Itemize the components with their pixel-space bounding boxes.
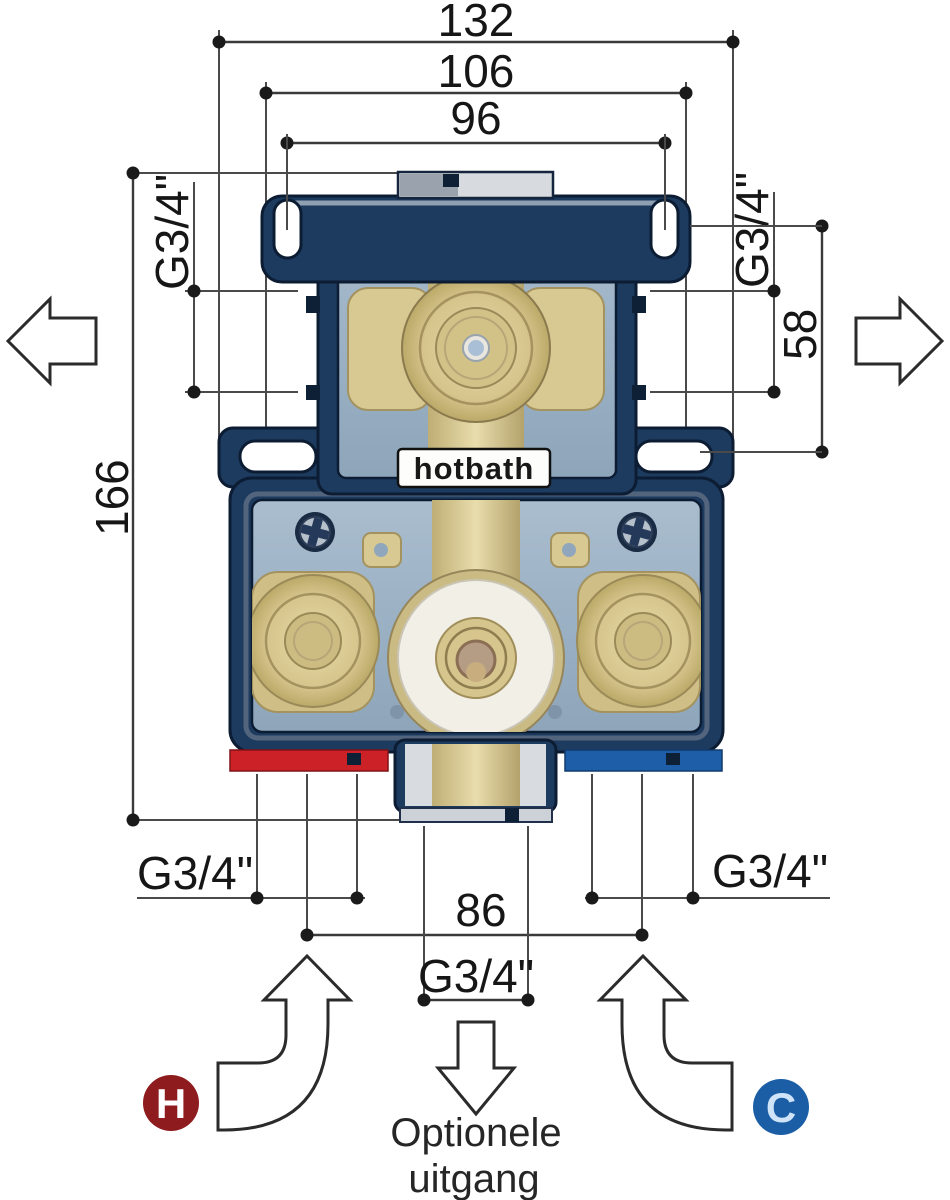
hot-stripe-marker [347,753,361,765]
port-marker-right-upper [632,296,646,313]
dimension-lines-layer: 132 106 96 166 G3/4" [86,0,830,1007]
dim-top-slot-spacing: 96 [280,92,672,150]
mounting-slot-lower-right [634,439,714,474]
dim-bracket-width-value: 106 [438,45,515,97]
thread-label-side-left: G3/4" [146,174,298,399]
cold-badge: C [753,1079,809,1135]
dim-overall-width-value: 132 [438,0,515,46]
side-outlet-left-hex [293,621,333,661]
mounting-slot-lower-left [238,439,318,474]
side-outlet-right-ring [594,592,692,690]
dim-slot-vertical-offset: 58 [774,219,829,459]
thread-label-outlet-value: G3/4" [418,950,534,1002]
thread-label-outlet: G3/4" [417,826,535,1007]
dim-inlet-spacing-value: 86 [455,884,506,936]
port-marker-right-lower [632,385,646,400]
thread-label-bottom-right: G3/4" [585,774,830,905]
cold-badge-circle [753,1079,809,1135]
outlet-flange-marker [505,808,519,822]
thread-label-side-right-value: G3/4" [726,172,778,288]
cold-inlet-arrow-icon [596,953,734,1132]
thermostat-spindle-center [468,340,484,356]
cold-stripe [564,749,723,772]
side-outlet-right-hex [623,621,663,661]
cold-stripe-marker [666,753,680,765]
port-marker-left-lower [306,385,320,400]
hot-badge: H [143,1075,199,1131]
dim-slot-vertical-offset-value: 58 [774,309,826,360]
main-outlet-ring [444,626,508,690]
screw-left [295,512,335,552]
thread-label-bottom-left-value: G3/4" [137,847,253,899]
optional-outlet-arrow-icon [434,1020,518,1117]
tab-hole-left [374,543,388,557]
side-outlet-left-ring [264,592,362,690]
dim-overall-width: 132 [212,0,740,49]
cap-marker [443,174,459,187]
optional-outlet-line2: uitgang [408,1157,539,1200]
thread-label-bottom-right-value: G3/4" [712,845,828,897]
hot-badge-letter: H [156,1080,186,1127]
outlet-flange [399,807,553,823]
hot-stripe [229,749,389,772]
dim-top-slot-spacing-value: 96 [450,92,501,144]
cold-badge-letter: C [766,1084,796,1131]
hotbath-logo-text: hotbath [414,451,535,486]
rivet-right [548,705,562,719]
thread-label-side-left-value: G3/4" [146,174,198,290]
hot-inlet-arrow-icon [216,953,354,1132]
bottom-outlet-pipe [393,738,558,823]
dim-inlet-spacing: 86 [300,774,649,942]
hot-badge-circle [143,1075,199,1131]
hotbath-logo: hotbath [396,447,552,489]
port-marker-left-upper [306,296,320,313]
flow-right-arrow-icon [854,295,945,387]
top-pipe-cap [396,170,555,200]
thread-label-bottom-left: G3/4" [137,774,365,905]
tab-hole-right [562,543,576,557]
lower-internals [252,500,701,732]
valve-assembly: hotbath [217,170,735,823]
optional-outlet-label: Optionele uitgang [390,1111,561,1200]
optional-outlet-line1: Optionele [390,1111,561,1155]
mounting-bracket-top [260,194,692,284]
thermostat-ring-1 [418,290,534,406]
rivet-left [390,705,404,719]
dim-bracket-width: 106 [259,45,693,100]
flow-arrows [5,295,945,1132]
main-outlet-knob [466,662,486,682]
dim-overall-height-value: 166 [86,459,138,536]
screw-right [617,512,657,552]
dimension-lines-over [286,134,822,453]
flow-left-arrow-icon [5,295,98,387]
thermostat-ring-3 [444,316,508,380]
